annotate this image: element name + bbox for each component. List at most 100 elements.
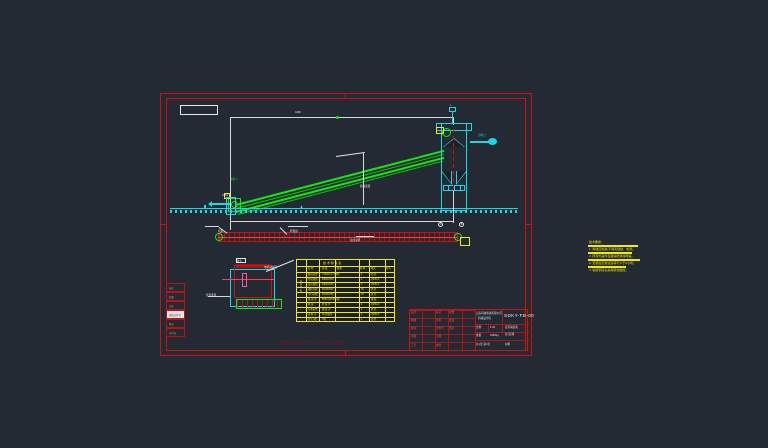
pt-r4c1: Φ108×650 [322, 293, 334, 296]
pt-r1c1: Φ500×650 [322, 278, 334, 281]
pt-h-2: 数量 [337, 267, 342, 270]
parts-table: 技 术 特 性 表 技 术 特 性 名 称 规 格 数量 材 料 备注 序号 驱… [296, 259, 395, 322]
sig-r1c3: 更改 [449, 319, 455, 322]
rev-label-2: 分区 [169, 305, 174, 308]
pt-r6c2: 1 [361, 303, 363, 306]
pt-r4c3: 组 件 [371, 293, 377, 296]
pt-h-3: 材 料 [360, 267, 366, 270]
technical-notes-block: 技术要求： 1. 焊缝应饱满,不得有裂纹、夹渣。 2. 所有外露件表面涂防锈漆两… [588, 240, 643, 273]
detail-view-tag-box [236, 258, 246, 263]
sig-r3c2: 日期 [436, 335, 442, 338]
note-line-1: 1. 焊缝应饱满,不得有裂纹、夹渣。 [589, 247, 636, 251]
drawing-name-2: 总 装 图 [505, 333, 515, 336]
sig-r0c2: 标记 [436, 311, 442, 314]
pt-r0c2: 1 [361, 273, 363, 276]
pt-r7c2: 1 [361, 308, 363, 311]
sig-r4c2: 批准 [436, 344, 442, 347]
plan-leader-3 [356, 236, 374, 237]
center-tick-right [526, 224, 532, 225]
label-outlet: 出料口 [478, 134, 486, 137]
label-detail-tension: 张紧装置 [206, 294, 217, 297]
scale-value: 1:20 [490, 326, 496, 329]
note-line-4: 4. 输送带接头采用硫化胶接。 [589, 268, 629, 272]
pt-r8c1: δ6 焊接件 [322, 313, 333, 316]
rev-cell-0: 标记 [166, 283, 185, 292]
pt-r9c3: 组 件 [371, 318, 377, 321]
pt-r3c3: 组 件 [371, 288, 377, 291]
pt-r3c2: 36 [361, 288, 364, 291]
label-plan-rollers: 托辊组 [290, 230, 298, 233]
ground-line [170, 210, 518, 213]
pt-r0c1: Y132M-4 7.5kW [322, 273, 340, 276]
ground-tick [204, 205, 206, 208]
weight-label: 重量 [476, 334, 482, 337]
scale-label: 比例 [476, 326, 482, 329]
note-bar-1 [588, 252, 632, 254]
dim-line-bottom [230, 221, 453, 222]
rev-cell-3: 更改文件号 [166, 310, 185, 319]
material-label: 材料 [505, 343, 511, 346]
pt-r4c2: 18 [361, 293, 364, 296]
pt-r6c0: 机 架 [308, 303, 314, 306]
note-bar-3 [588, 266, 626, 268]
pt-r3c0: 槽形托辊 [308, 288, 318, 291]
pt-r0c0: 驱动装置 [308, 273, 318, 276]
detail-leader-2 [208, 296, 230, 297]
center-tick-left [160, 224, 166, 225]
pt-r4c0: 平行托辊 [308, 293, 318, 296]
note-line-3: 3. 安装后空载试运转不少于2小时。 [589, 261, 637, 265]
pt-r2c1: Φ400×650 [322, 283, 334, 286]
plan-tail-pulley [215, 233, 223, 241]
sheet-border-inner [166, 98, 526, 351]
label-plan-pulley: 改向滚筒 [350, 239, 361, 242]
sig-r1c2: 分区 [436, 319, 442, 322]
detail-base-hatch [237, 300, 281, 308]
pt-r1c0: 传动滚筒 [308, 278, 318, 281]
label-drive-unit: 驱动装置 [360, 185, 371, 188]
drawing-number: SDKY-FB-00 [504, 313, 535, 318]
pt-r1c3: Q235-A [371, 278, 380, 281]
parts-table-side-label: 技 术 特 性 [299, 280, 302, 292]
ground-line-solid [170, 208, 518, 209]
label-dim-height: 1500 [222, 194, 228, 197]
note-line-2: 2. 所有外露件表面涂防锈漆两遍。 [589, 254, 635, 258]
sig-r2c2: 文件号 [436, 327, 444, 330]
bin-hopper-right-inner [457, 171, 466, 183]
pt-h-4: 备注 [371, 267, 376, 270]
pt-h-5: 序号 [386, 267, 391, 270]
plan-drive-box [460, 237, 470, 246]
tail-frame-box [226, 197, 236, 215]
plan-leader-1 [205, 226, 219, 227]
sheet-count: 共1张 第1张 [476, 343, 490, 346]
hopper-tag [224, 193, 230, 199]
rev-cell-5: 年月日 [166, 328, 185, 337]
pt-r2c0: 改向滚筒 [308, 283, 318, 286]
gate-divider-3 [460, 185, 461, 191]
company-name: 山东科技机械有限公司 [476, 312, 502, 315]
dim-ext-bottom-right [453, 191, 454, 223]
rev-label-0: 标记 [169, 287, 174, 290]
sig-r2c0: 校对 [411, 327, 417, 330]
center-tick-top [345, 93, 346, 99]
pt-r0c3: 组 件 [371, 273, 377, 276]
outlet-duct [470, 141, 490, 143]
dim-ext-right [453, 117, 454, 125]
pt-r5c2: 1 [361, 298, 363, 301]
label-detail-title: Ⅰ放大 [236, 260, 242, 263]
pt-h-1: 规 格 [322, 267, 328, 270]
bin-centerline [453, 129, 454, 189]
pt-h-0: 名 称 [308, 267, 314, 270]
label-inlet-hopper: 进料斗 [230, 178, 238, 181]
pt-r5c0: 输 送 带 [308, 298, 317, 301]
pt-r8c2: 1 [361, 313, 363, 316]
pt-r2c2: 2 [361, 283, 363, 286]
rev-label-4: 签名 [169, 323, 174, 326]
inlet-chute [210, 203, 230, 205]
pt-r5c3: 橡 胶 [371, 298, 377, 301]
bin-hopper-left [441, 171, 452, 185]
label-dim-length: 4200 [295, 111, 301, 114]
dim-ext-left [230, 117, 231, 205]
section-tag-a: A [438, 222, 443, 227]
gate-divider-1 [448, 185, 449, 191]
weight-value: 1860kg [490, 334, 499, 337]
